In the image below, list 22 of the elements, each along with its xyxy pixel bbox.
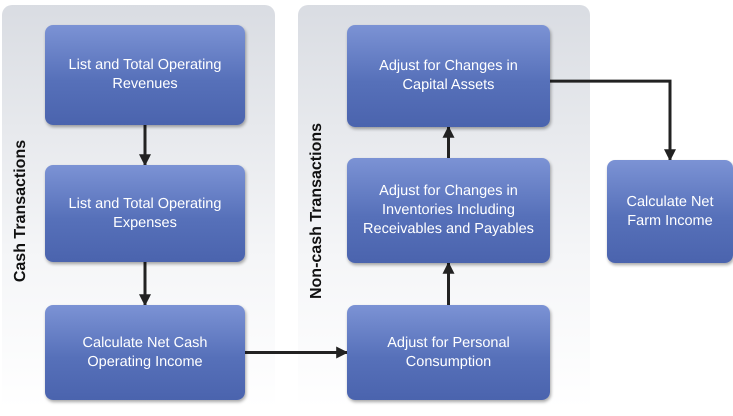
process-box [347, 305, 550, 400]
box-label: List and Total Operating Revenues [68, 56, 222, 94]
process-box [347, 25, 550, 127]
box-label: Adjust for Personal Consumption [386, 334, 511, 372]
box-label: Calculate Net Cash Operating Income [82, 334, 208, 372]
process-box [45, 305, 245, 400]
process-box [607, 160, 733, 263]
arrow [442, 262, 454, 305]
process-box [347, 158, 550, 263]
box-label: Adjust for Changes in Capital Assets [378, 57, 519, 95]
group-heading: Cash Transactions [12, 139, 30, 282]
box-label: Adjust for Changes in Inventories Including Receivables and Payables [362, 182, 535, 239]
arrow [139, 262, 151, 306]
arrow [550, 80, 676, 162]
arrow [442, 126, 454, 158]
group-heading: Non-cash Transactions [308, 122, 326, 299]
process-box [45, 165, 245, 262]
box-label: List and Total Operating Expenses [68, 194, 222, 232]
process-box [45, 25, 245, 125]
box-label: Calculate Net Farm Income [625, 192, 715, 230]
arrow [139, 125, 151, 166]
arrow [245, 346, 348, 358]
